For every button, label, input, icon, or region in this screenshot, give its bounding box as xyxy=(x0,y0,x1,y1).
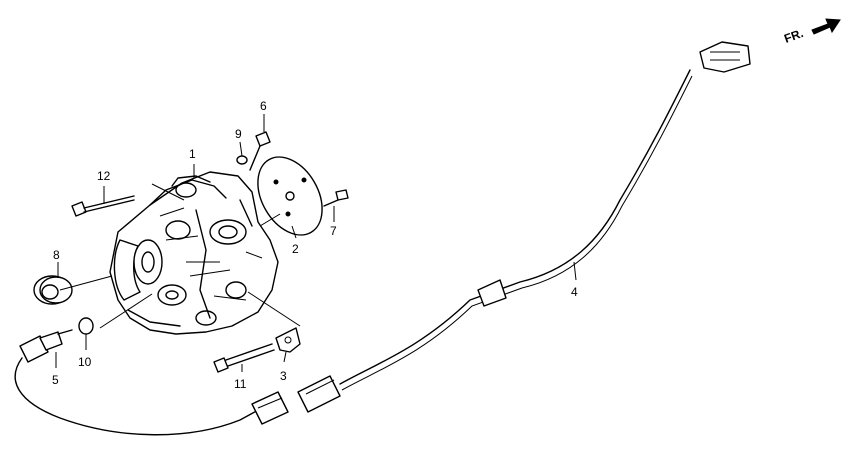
speedometer-cable-4 xyxy=(339,69,691,385)
bolt-12 xyxy=(71,195,135,217)
connector-lower-mid xyxy=(297,375,341,413)
callout-11: 11 xyxy=(234,377,247,391)
sensor-cable xyxy=(14,357,263,436)
connector-upper-right xyxy=(699,41,751,73)
callout-7: 7 xyxy=(330,224,337,238)
callout-5: 5 xyxy=(52,373,59,387)
callout-9: 9 xyxy=(235,127,242,141)
front-label: FR. xyxy=(782,26,805,46)
callout-12: 12 xyxy=(97,169,111,183)
front-direction-indicator: FR. xyxy=(782,18,841,46)
callout-8: 8 xyxy=(53,248,60,262)
washer-10 xyxy=(78,317,94,335)
callout-3: 3 xyxy=(280,369,287,383)
leader-lines xyxy=(55,114,577,372)
sensor-5 xyxy=(19,329,73,363)
housing-assembly xyxy=(109,171,279,335)
callouts: 1 2 3 4 5 6 7 8 9 10 11 12 xyxy=(52,99,578,391)
callout-6: 6 xyxy=(260,99,267,113)
callout-1: 1 xyxy=(189,147,196,161)
front-arrow-icon xyxy=(811,18,841,35)
bolt-11 xyxy=(213,343,275,373)
callout-4: 4 xyxy=(571,285,578,299)
cover-plate xyxy=(257,156,323,236)
bolt-7 xyxy=(323,189,349,207)
bracket-3 xyxy=(275,327,301,353)
washer-9 xyxy=(236,155,248,165)
connector-lower-left xyxy=(251,391,289,425)
cable-grommet xyxy=(477,279,507,307)
callout-2: 2 xyxy=(292,242,299,256)
callout-10: 10 xyxy=(78,355,92,369)
cap-8 xyxy=(33,275,73,305)
bolt-6 xyxy=(249,131,271,171)
